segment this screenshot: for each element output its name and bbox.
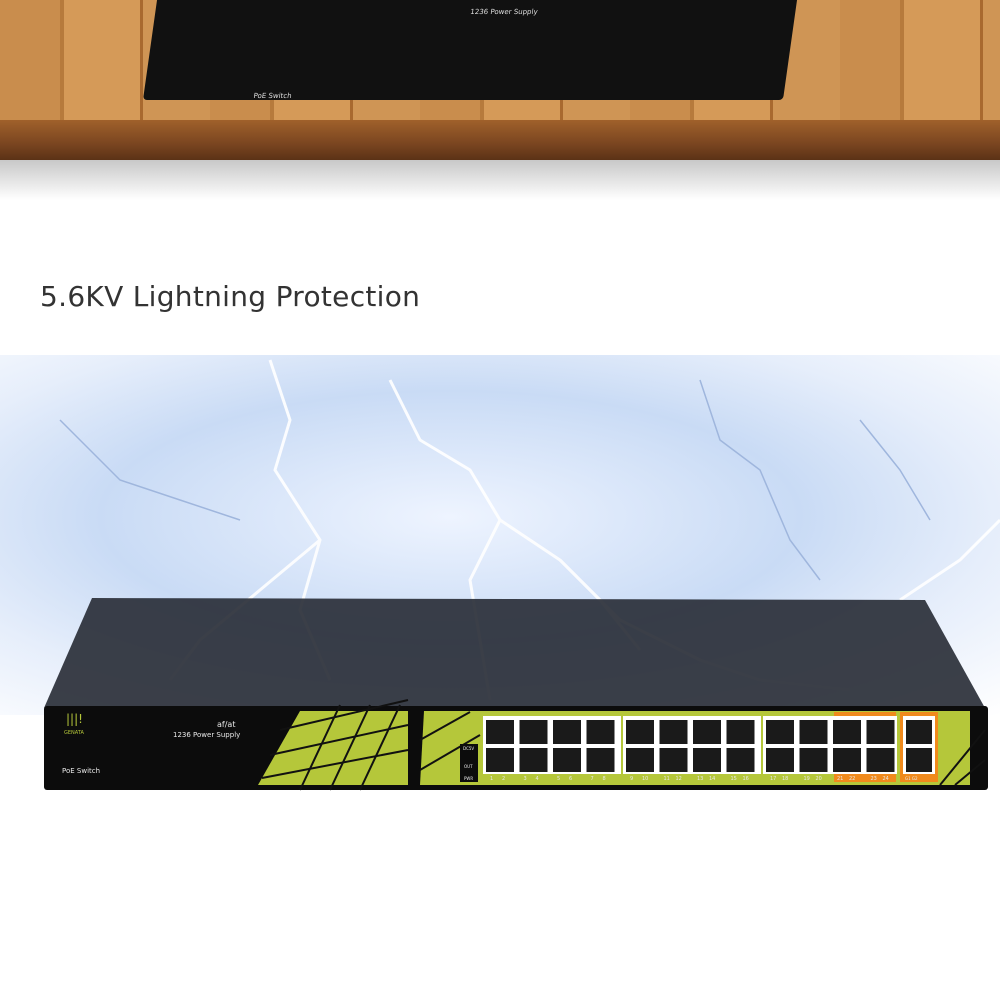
- port-number: 8: [602, 776, 606, 782]
- port-number: 16: [742, 776, 749, 782]
- rj45-port: [766, 720, 794, 744]
- rj45-port: [866, 748, 895, 772]
- switch-top-surface: [44, 598, 985, 708]
- floor-shadow: [0, 160, 1000, 200]
- rj45-port: [833, 720, 861, 744]
- port-number: 7: [590, 776, 594, 782]
- port-number: 1: [490, 776, 494, 782]
- rj45-port: [726, 720, 755, 744]
- rj45-port: [586, 748, 615, 772]
- power-label-out: OUT: [464, 764, 473, 769]
- rj45-port: [486, 720, 514, 744]
- port-number: 11: [663, 776, 670, 782]
- power-label-pwr: PWR: [464, 776, 474, 781]
- port-number: 24: [882, 776, 889, 782]
- rj45-port: [519, 720, 548, 744]
- floor-edge: [0, 120, 1000, 160]
- port-number: 12: [675, 776, 682, 782]
- port-number: 19: [803, 776, 810, 782]
- brand-name: GENATA: [64, 730, 84, 736]
- port-number: 9: [630, 776, 634, 782]
- port-number: 21: [837, 776, 844, 782]
- port-number: 5: [557, 776, 561, 782]
- port-number: 3: [523, 776, 527, 782]
- rj45-port: [553, 748, 581, 772]
- rj45-port: [553, 720, 581, 744]
- power-label-dc: DC5V: [463, 746, 475, 751]
- uplink-port: [906, 720, 932, 744]
- rj45-port: [866, 720, 895, 744]
- rj45-port: [659, 748, 688, 772]
- model-line-2: 1236 Power Supply: [173, 731, 241, 739]
- uplink-label: G1 G2: [905, 776, 918, 781]
- uplink-port: [906, 748, 932, 772]
- rj45-port: [799, 720, 828, 744]
- rj45-port: [486, 748, 514, 772]
- port-number: 6: [569, 776, 573, 782]
- rj45-port: [586, 720, 615, 744]
- rj45-port: [659, 720, 688, 744]
- port-number: 17: [770, 776, 777, 782]
- rj45-port: [626, 748, 654, 772]
- rj45-port: [726, 748, 755, 772]
- power-led-panel: [460, 744, 478, 782]
- rj45-port: [833, 748, 861, 772]
- grid-lines: [261, 699, 986, 791]
- brand-logo-icon: |||!: [66, 712, 83, 726]
- model-line-1: af/at: [217, 720, 236, 729]
- port-number: 10: [642, 776, 649, 782]
- port-number: 20: [815, 776, 822, 782]
- rj45-port: [519, 748, 548, 772]
- port-number: 13: [697, 776, 704, 782]
- port-number: 14: [709, 776, 716, 782]
- feature-heading: 5.6KV Lightning Protection: [40, 280, 421, 313]
- port-number: 4: [535, 776, 539, 782]
- rj45-port: [626, 720, 654, 744]
- switch-type-label: PoE Switch: [62, 767, 101, 775]
- port-number: 18: [782, 776, 789, 782]
- port-number: 15: [730, 776, 737, 782]
- rj45-port: [799, 748, 828, 772]
- port-number: 2: [502, 776, 506, 782]
- rj45-ports: [486, 720, 932, 772]
- port-number: 22: [849, 776, 856, 782]
- rj45-port: [766, 748, 794, 772]
- rj45-port: [693, 748, 721, 772]
- rj45-port: [693, 720, 721, 744]
- lightning-bolts-faint: [59, 379, 931, 581]
- port-number: 23: [870, 776, 877, 782]
